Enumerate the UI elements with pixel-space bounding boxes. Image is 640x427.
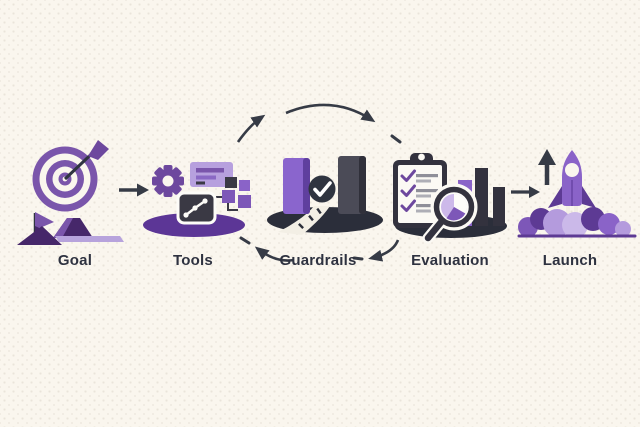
cycle-arrows-top-icon [236, 103, 402, 144]
road-icon [278, 206, 330, 235]
stage-label-goal: Goal [57, 252, 93, 269]
node-squares-icon [216, 177, 251, 211]
arrow-eval-to-launch-icon [511, 186, 540, 198]
right-pillar-icon [338, 156, 366, 214]
tools-gear-chart-icon [143, 162, 251, 237]
check-badge-icon [308, 175, 336, 203]
target-with-dart-icon [17, 140, 124, 245]
stage-label-guardrails: Guardrails [279, 252, 357, 269]
guardrails-road-icon [267, 156, 383, 235]
smoke-clouds-icon [518, 207, 631, 236]
stage-label-launch: Launch [542, 252, 598, 269]
magnifier-pie-icon [422, 183, 478, 244]
feedback-arrow-to-tools-icon [239, 236, 295, 262]
arrow-goal-to-tools-icon [119, 183, 149, 197]
up-arrow-icon [538, 149, 556, 185]
rocket-launch-icon [517, 149, 637, 238]
rocket-icon [548, 150, 596, 217]
stage-label-tools: Tools [173, 252, 213, 269]
left-pillar-icon [283, 158, 310, 214]
document-bubble-icon [190, 162, 233, 187]
gear-icon [152, 165, 184, 197]
evaluation-clipboard-icon [393, 153, 507, 244]
line-chart-box-icon [176, 191, 217, 225]
feedback-arrow-to-guardrails-icon [352, 239, 400, 262]
stage-label-evaluation: Evaluation [411, 252, 489, 269]
